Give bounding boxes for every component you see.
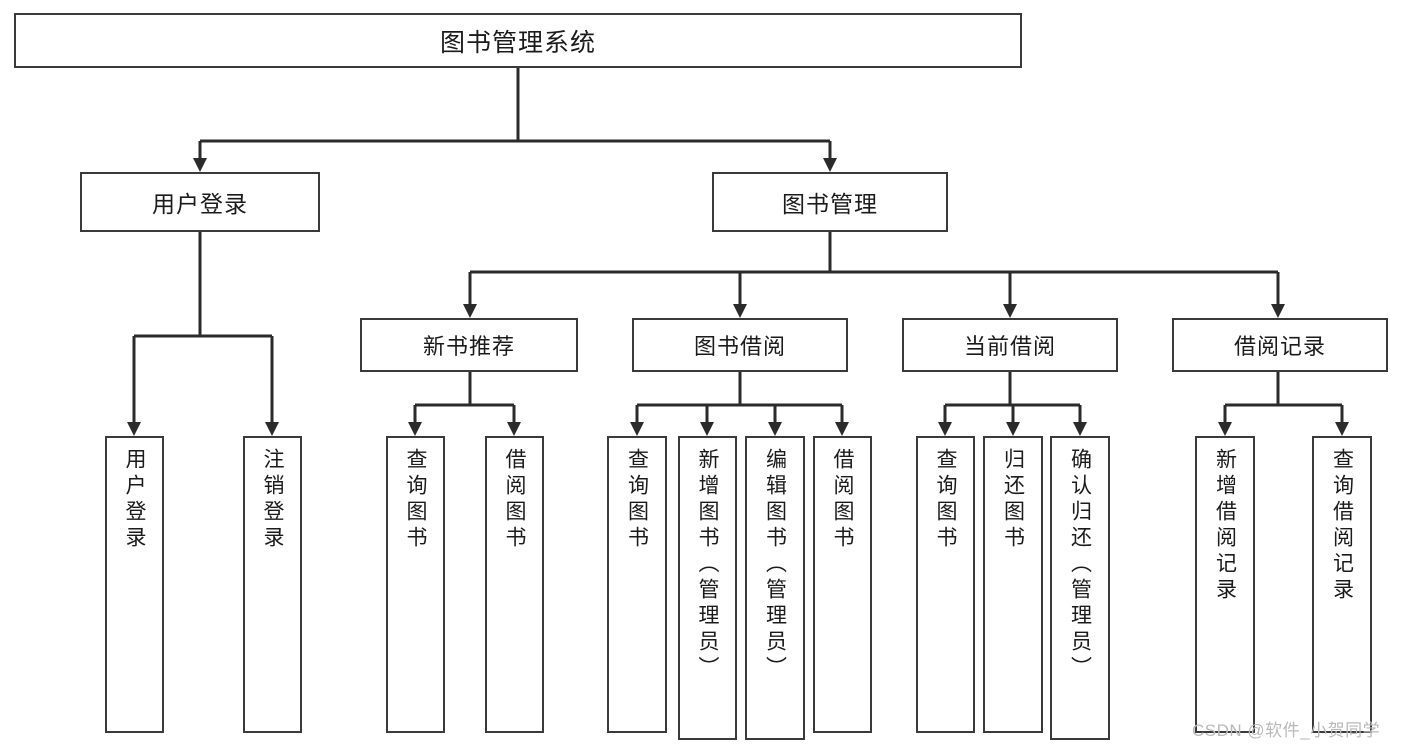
- arrowhead-bm-to-current-borrow: [1003, 304, 1017, 318]
- node-leaf-logout[interactable]: 注销登录: [243, 436, 302, 733]
- node-leaf-borrow-book-rec[interactable]: 借阅图书: [485, 436, 544, 733]
- node-current-borrow[interactable]: 当前借阅: [902, 318, 1118, 372]
- node-leaf-user-login[interactable]: 用户登录: [105, 436, 164, 733]
- arrowhead-bb-to-l1: [630, 422, 644, 436]
- arrowhead-root-to-user-login: [193, 158, 207, 172]
- node-label: 查询图书: [625, 448, 649, 552]
- node-leaf-add-record[interactable]: 新增借阅记录: [1195, 436, 1255, 733]
- node-leaf-query-book-borrow[interactable]: 查询图书: [607, 436, 667, 733]
- node-label: 编辑图书（管理员）: [763, 448, 787, 682]
- arrowhead-br-to-l2: [1335, 422, 1349, 436]
- arrowhead-ul-to-leaf1: [127, 422, 141, 436]
- node-label: 用户登录: [152, 191, 248, 217]
- node-leaf-query-book-current[interactable]: 查询图书: [916, 436, 975, 733]
- node-label: 借阅图书: [503, 448, 526, 552]
- node-leaf-return-book[interactable]: 归还图书: [983, 436, 1043, 733]
- arrowhead-nbr-to-l2: [507, 422, 521, 436]
- node-label: 查询借阅记录: [1330, 448, 1354, 604]
- arrowhead-cb-to-l3: [1073, 422, 1087, 436]
- node-label: 新增图书（管理员）: [696, 448, 719, 682]
- node-label: 当前借阅: [963, 334, 1056, 359]
- node-leaf-query-book-rec[interactable]: 查询图书: [386, 436, 445, 733]
- node-label: 借阅记录: [1233, 334, 1326, 359]
- node-label: 用户登录: [123, 448, 146, 552]
- node-label: 新书推荐: [422, 334, 515, 359]
- node-book-manage[interactable]: 图书管理: [712, 172, 948, 232]
- node-leaf-query-record[interactable]: 查询借阅记录: [1312, 436, 1372, 733]
- node-label: 图书借阅: [693, 334, 786, 359]
- node-label: 图书管理: [782, 191, 878, 217]
- arrowhead-br-to-l1: [1218, 422, 1232, 436]
- node-label: 确认归还（管理员）: [1068, 448, 1092, 682]
- node-label: 注销登录: [261, 448, 284, 552]
- node-leaf-add-book[interactable]: 新增图书（管理员）: [678, 436, 737, 740]
- arrowhead-bb-to-l2: [700, 422, 714, 436]
- node-book-borrow[interactable]: 图书借阅: [632, 318, 848, 372]
- node-label: 查询图书: [404, 448, 427, 552]
- node-leaf-borrow-book[interactable]: 借阅图书: [813, 436, 872, 733]
- node-user-login[interactable]: 用户登录: [80, 172, 320, 232]
- arrowhead-bm-to-borrow-record: [1271, 304, 1285, 318]
- node-label: 归还图书: [1001, 448, 1025, 552]
- node-label: 借阅图书: [831, 448, 854, 552]
- node-label: 图书管理系统: [439, 28, 596, 57]
- node-borrow-record[interactable]: 借阅记录: [1172, 318, 1388, 372]
- node-label: 查询图书: [934, 448, 957, 552]
- arrowhead-bm-to-book-borrow: [733, 304, 747, 318]
- node-leaf-confirm-return[interactable]: 确认归还（管理员）: [1050, 436, 1110, 740]
- arrowhead-ul-to-leaf2: [265, 422, 279, 436]
- csdn-watermark: CSDN @软件_小贺同学: [1192, 721, 1381, 740]
- arrowhead-cb-to-l1: [938, 422, 952, 436]
- arrowhead-bm-to-new-book-rec: [463, 304, 477, 318]
- arrowhead-root-to-book-manage: [823, 158, 837, 172]
- node-new-book-rec[interactable]: 新书推荐: [360, 318, 578, 372]
- arrowhead-nbr-to-l1: [408, 422, 422, 436]
- arrowhead-bb-to-l3: [768, 422, 782, 436]
- node-label: 新增借阅记录: [1213, 448, 1237, 604]
- arrowhead-cb-to-l2: [1006, 422, 1020, 436]
- arrowhead-bb-to-l4: [835, 422, 849, 436]
- node-leaf-edit-book[interactable]: 编辑图书（管理员）: [745, 436, 805, 740]
- node-root[interactable]: 图书管理系统: [14, 13, 1022, 68]
